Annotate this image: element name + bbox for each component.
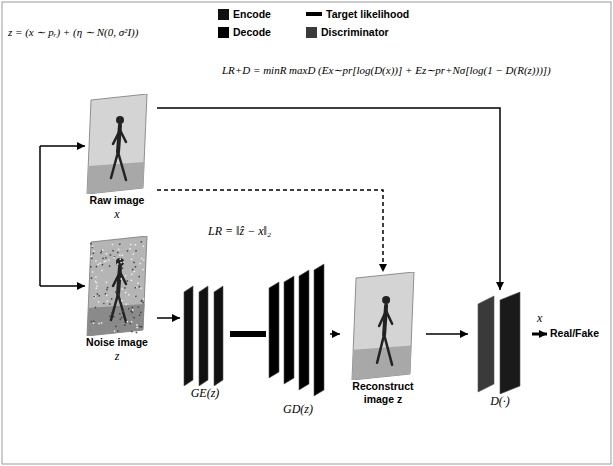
legend-swatch (218, 27, 229, 38)
dashed-connector (157, 190, 383, 272)
node-picture (77, 94, 157, 194)
input-arrow (40, 285, 85, 287)
decoder-layers (269, 264, 324, 396)
node-picture (180, 282, 230, 386)
line-sample (306, 12, 322, 16)
legend-item: Discriminator (306, 26, 389, 38)
input-arrow (40, 145, 85, 147)
legend-text: Decode (233, 26, 271, 38)
photo-picture (87, 94, 147, 194)
output-variable: x (537, 311, 542, 325)
node-picture (468, 290, 532, 394)
photo-picture (352, 272, 414, 380)
legend-text: Target likelihood (326, 8, 409, 20)
encoder-layers (184, 286, 223, 386)
node-picture (77, 236, 157, 336)
raw-image: Raw imagex (77, 94, 157, 222)
legend-swatch (306, 27, 317, 38)
connector (330, 333, 340, 335)
legend-item: Encode (218, 8, 271, 20)
discriminator-block: D(·) (468, 290, 532, 408)
node-picture (266, 262, 330, 402)
reconstruction-loss: LR = ‖ẑ − x‖₂ (208, 224, 271, 238)
connector (157, 317, 180, 319)
loss-formula: LR+D = minR maxD (Ex∼pr[log(D(x))] + Ez∼… (222, 64, 551, 78)
node-picture (340, 272, 426, 380)
variable-name: GD(z) (266, 402, 330, 416)
noise-image: Noise imagez (77, 236, 157, 364)
variable-name: D(·) (468, 394, 532, 408)
encoder-block: GE(z) (180, 282, 230, 400)
node-label: Raw image (77, 194, 157, 207)
output-label: Real/Fake (550, 327, 599, 340)
noise-formula: z = (x ∼ pᵣ) + (η ∼ N(0, σ²I)) (8, 26, 138, 40)
connector (230, 331, 266, 337)
connector (426, 333, 468, 335)
output-arrow (532, 333, 547, 336)
variable-name: z (77, 349, 157, 363)
legend-text: Encode (233, 8, 271, 20)
reconstruct-image: Reconstruct image z (340, 272, 426, 406)
photo-picture (87, 236, 147, 336)
variable-name: x (77, 207, 157, 221)
node-label: Reconstruct image z (340, 380, 426, 406)
variable-name: GE(z) (180, 386, 230, 400)
legend-swatch (218, 9, 229, 20)
decoder-block: GD(z) (266, 262, 330, 416)
legend-item: Target likelihood (306, 8, 409, 20)
discriminator-layers (478, 292, 520, 394)
legend-text: Discriminator (321, 26, 389, 38)
legend-item: Decode (218, 26, 271, 38)
split-line (39, 146, 41, 286)
connector (157, 108, 500, 290)
node-label: Noise image (77, 336, 157, 349)
